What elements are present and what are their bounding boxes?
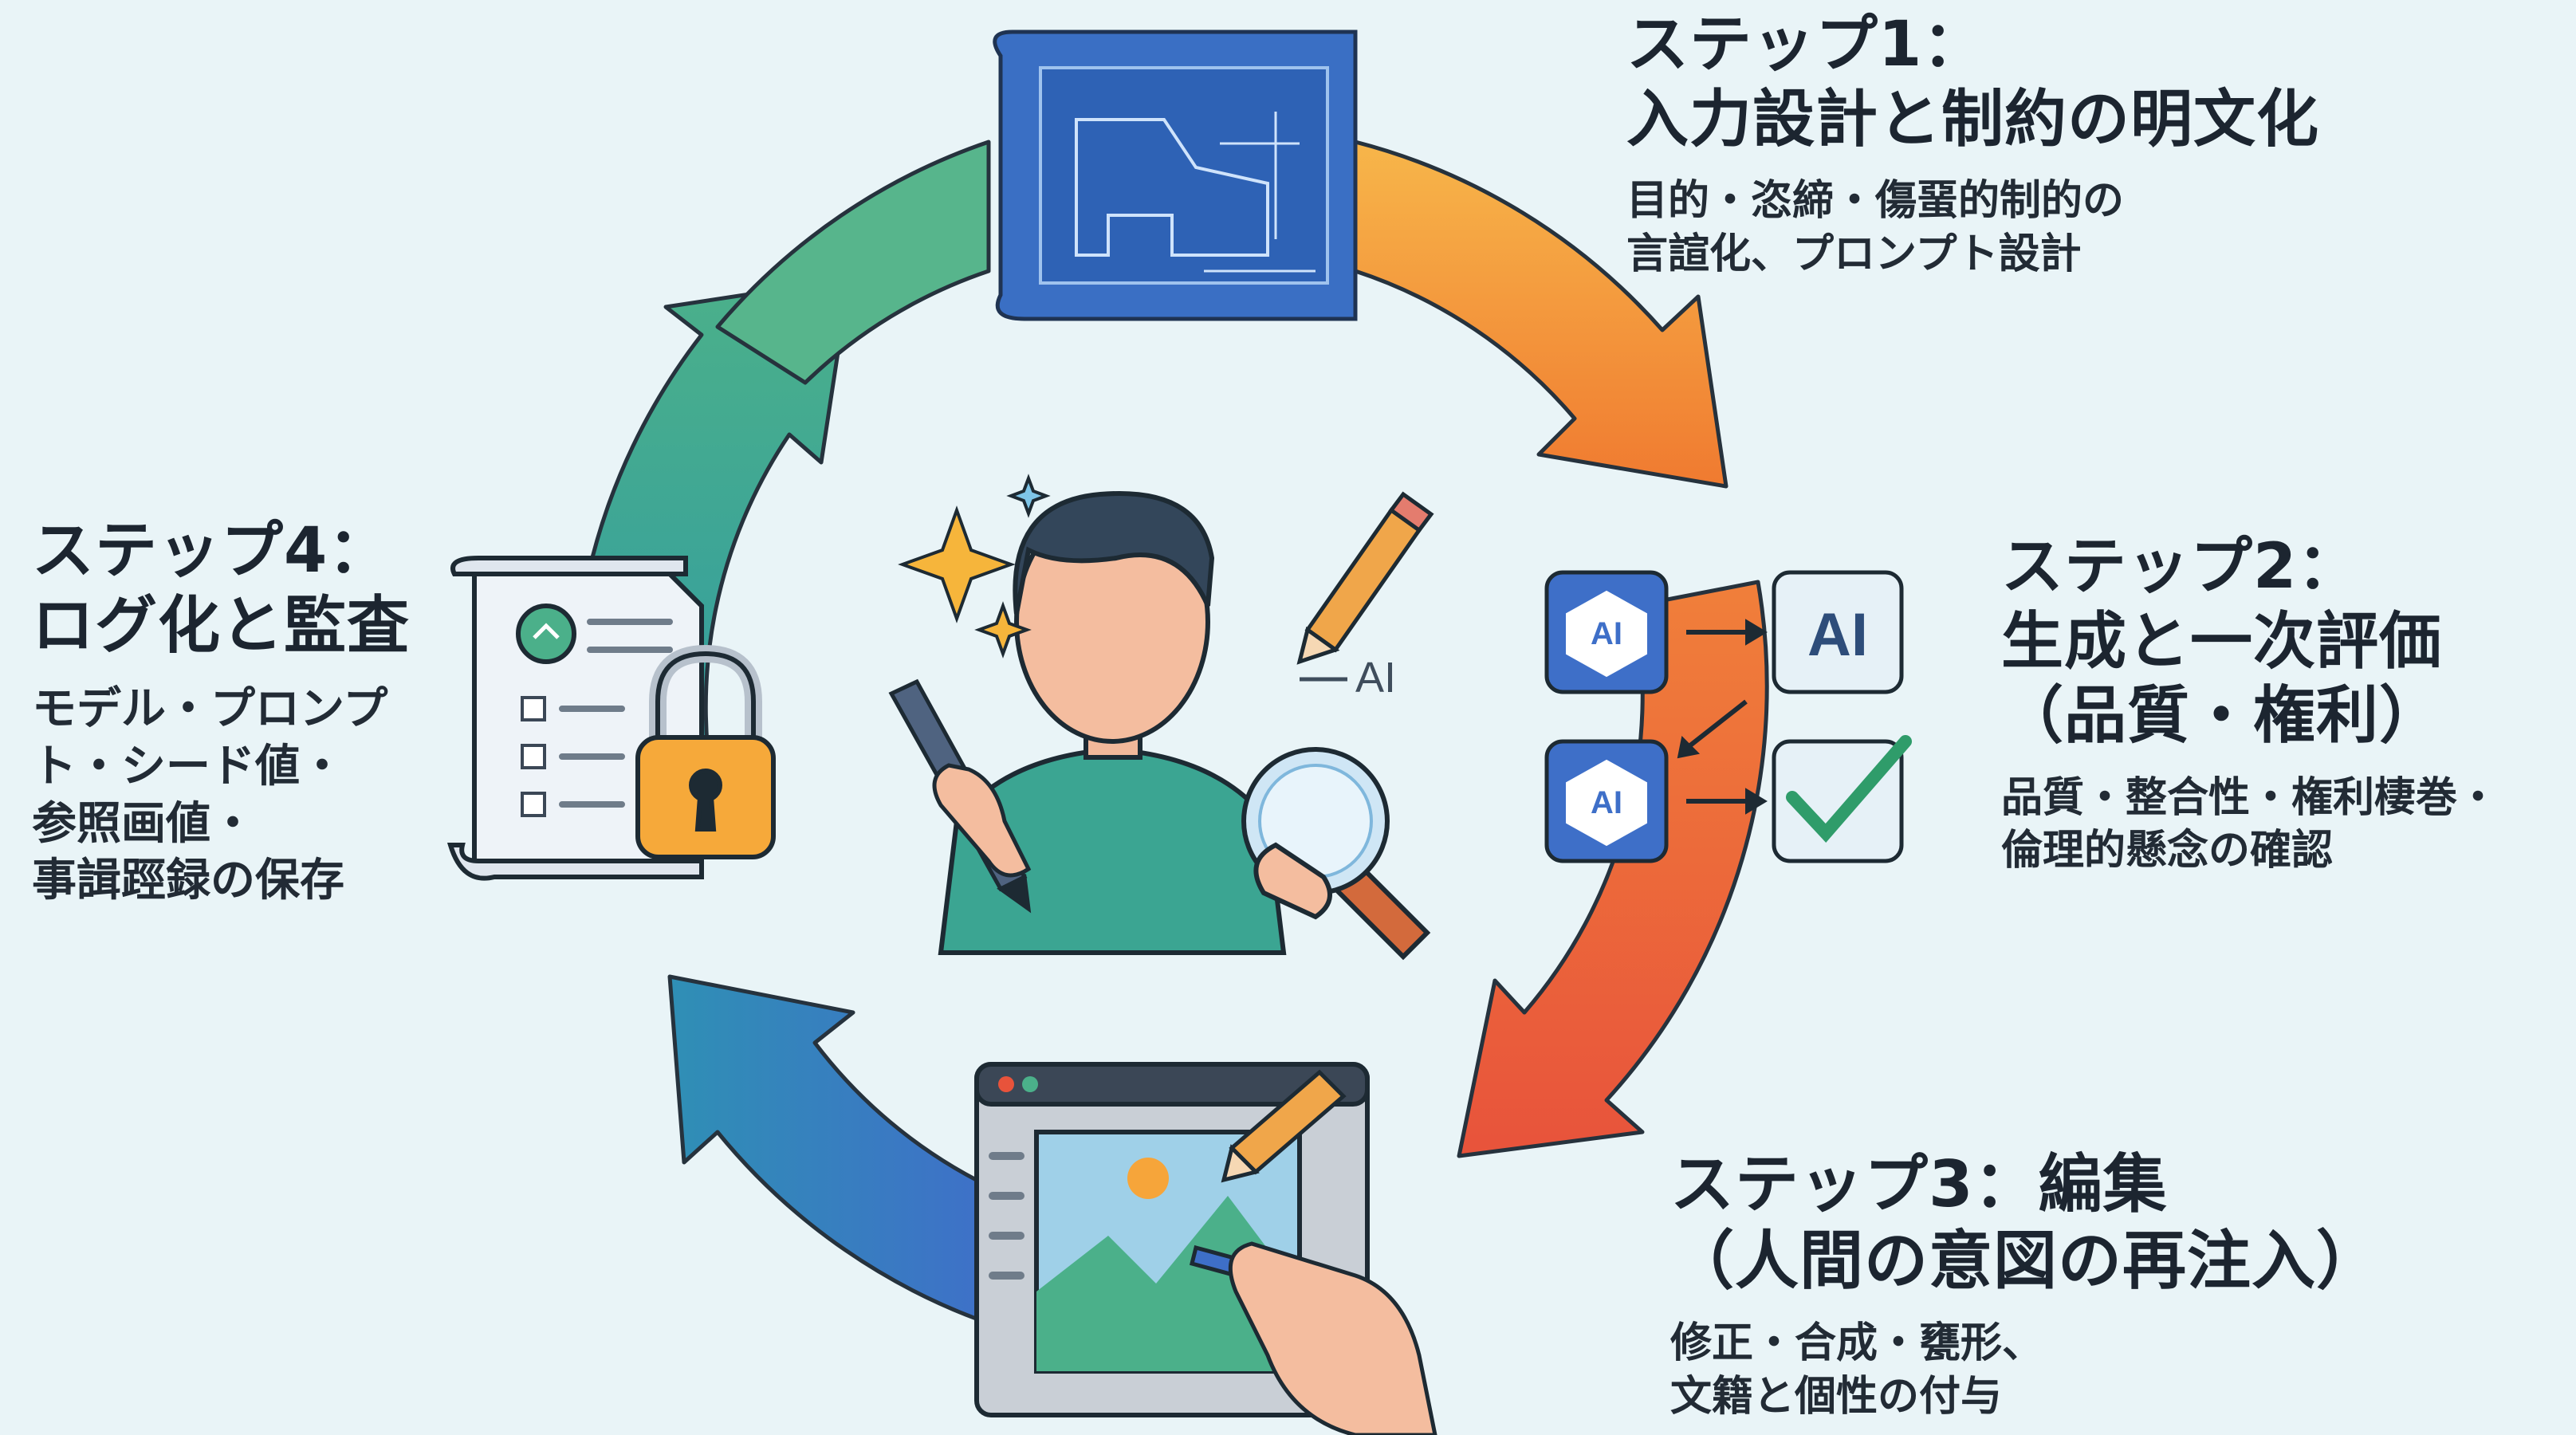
padlock-icon	[635, 644, 776, 859]
step-4-description: モデル・プロンプ ト・シード値・ 参照画値・ 事諿踁録の保存	[32, 681, 410, 910]
ai-chip-cluster: AI AI AI	[1544, 570, 1912, 863]
magnifier-icon	[1241, 747, 1431, 961]
step-2-block: ステップ2： 生成と一次評価 （品質・権利） 品質・整合性・権利棲巻・ 倫理的懸…	[2001, 530, 2499, 878]
step-2-title-line: 生成と一次評価	[2001, 605, 2443, 678]
step-3-desc-line: 文籍と個性の付与	[1670, 1372, 2003, 1421]
step-4-desc-line: モデル・プロンプ	[32, 683, 388, 736]
ai-chip-icon: AI	[1544, 739, 1669, 863]
ring-arrow-top	[715, 140, 991, 385]
step-1-title: ステップ1： 入力設計と制約の明文化	[1626, 8, 2319, 157]
cycle-ring	[571, 140, 1769, 1330]
step-1-title-line: ステップ1：	[1626, 9, 1986, 81]
ai-badge-label: AI	[1807, 601, 1868, 669]
step-4-block: ステップ4： ログ化と監査 モデル・プロンプ ト・シード値・ 参照画値・ 事諿踁…	[32, 514, 410, 910]
step-2-title-line: （品質・権利）	[2001, 680, 2443, 753]
ai-chip-label-2: AI	[1591, 785, 1622, 820]
step-4-title-line: ログ化と監査	[32, 589, 411, 662]
ring-arrow-step1-to-step2	[1353, 140, 1728, 489]
step-1-desc-line: 言諠化、プロンプト設計	[1626, 230, 2082, 278]
step-3-title-line: （人間の意図の再注入）	[1670, 1224, 2381, 1298]
center-ai-label: AI	[1355, 654, 1396, 702]
step-3-title: ステップ3：編集 （人間の意図の再注入）	[1670, 1146, 2381, 1299]
sparkle-icon	[898, 474, 1051, 659]
checkmark-icon	[1772, 735, 1912, 863]
step-3-description: 修正・合成・甕形、 文籍と個性の付与	[1670, 1317, 2381, 1423]
step-4-desc-line: 参照画値・	[32, 797, 255, 850]
ring-arrow-step3-to-step4	[667, 974, 1003, 1330]
arrow-icon	[1677, 619, 1768, 815]
step-1-block: ステップ1： 入力設計と制約の明文化 目的・恣締・傷蝁的制的の 言諠化、プロンプ…	[1626, 8, 2319, 281]
step-4-title-line: ステップ4：	[32, 515, 391, 587]
drawing-hand-icon	[1189, 1069, 1437, 1435]
step-3-title-line: ステップ3：編集	[1670, 1147, 2168, 1221]
step-1-title-line: 入力設計と制約の明文化	[1626, 83, 2320, 155]
pen-icon	[888, 678, 1032, 914]
step-2-desc-line: 品質・整合性・権利棲巻・	[2001, 773, 2499, 822]
step-2-description: 品質・整合性・権利棲巻・ 倫理的懸念の確認	[2001, 772, 2499, 878]
ai-badge-icon: AI	[1772, 570, 1904, 694]
step-2-title-line: ステップ2：	[2001, 531, 2361, 603]
pencil-icon	[1296, 491, 1434, 665]
step-2-desc-line: 倫理的懸念の確認	[2001, 827, 2334, 875]
ai-chip-icon: AI	[1544, 570, 1669, 694]
step-1-description: 目的・恣締・傷蝁的制的の 言諠化、プロンプト設計	[1626, 175, 2319, 281]
blueprint-icon	[993, 29, 1358, 321]
step-1-desc-line: 目的・恣締・傷蝁的制的の	[1626, 177, 2125, 226]
ai-chip-label-1: AI	[1591, 616, 1622, 651]
step-4-desc-line: ト・シード値・	[32, 740, 344, 792]
step-4-desc-line: 事諿踁録の保存	[32, 855, 344, 907]
step-3-block: ステップ3：編集 （人間の意図の再注入） 修正・合成・甕形、 文籍と個性の付与	[1670, 1146, 2381, 1423]
step-4-title: ステップ4： ログ化と監査	[32, 514, 410, 663]
step-2-title: ステップ2： 生成と一次評価 （品質・権利）	[2001, 530, 2499, 754]
step-3-desc-line: 修正・合成・甕形、	[1670, 1319, 2044, 1367]
